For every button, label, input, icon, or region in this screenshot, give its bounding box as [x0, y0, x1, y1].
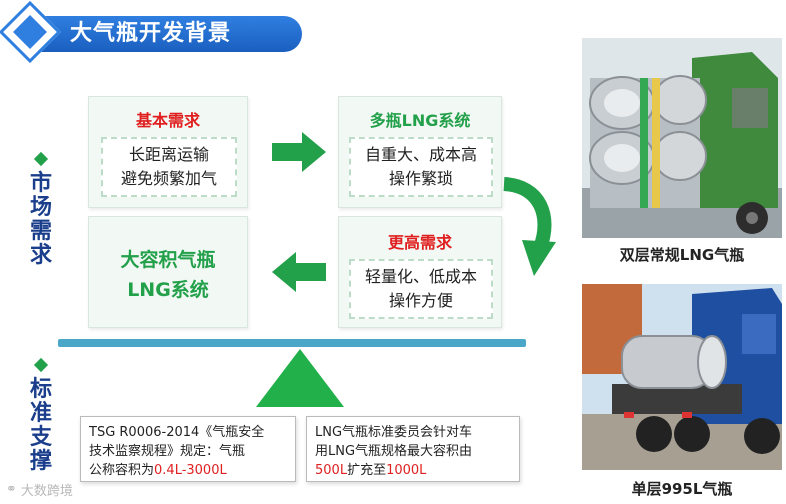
label-char: 市	[30, 172, 52, 196]
lng-new-volume: 1000L	[386, 463, 426, 478]
arrow-right-icon	[272, 132, 326, 172]
fulcrum-triangle-icon	[256, 349, 344, 407]
page-title: 大气瓶开发背景	[70, 16, 231, 52]
large-volume-line: 大容积气瓶	[89, 245, 247, 275]
watermark-text: 大数跨境	[21, 480, 73, 499]
label-char: 需	[30, 220, 52, 244]
balance-beam	[58, 339, 526, 347]
label-char: 支	[30, 426, 52, 450]
standard-support-label: 标 准 支 撑	[30, 360, 52, 474]
lng-old-volume: 500L	[315, 463, 347, 478]
higher-demand-box: 轻量化、低成本 操作方便	[349, 259, 493, 319]
tsg-volume-range: 0.4L-3000L	[154, 463, 227, 478]
diamond-bullet-icon	[34, 358, 48, 372]
lng-mid-text: 扩充至	[347, 463, 386, 478]
higher-demand-line: 轻量化、低成本	[365, 265, 477, 289]
multi-bottle-title: 多瓶LNG系统	[339, 107, 501, 131]
curved-arrow-icon	[500, 176, 556, 282]
title-banner: 大气瓶开发背景	[0, 8, 300, 60]
higher-demand-line: 操作方便	[389, 289, 453, 313]
watermark-logo-icon: ⚭	[6, 482, 17, 497]
large-volume-line: LNG系统	[89, 275, 247, 305]
watermark: ⚭ 大数跨境	[6, 480, 73, 499]
lng-standard-box: LNG气瓶标准委员会针对车 用LNG气瓶规格最大容积由 500L扩充至1000L	[306, 416, 520, 482]
large-volume-card: 大容积气瓶 LNG系统	[88, 216, 248, 328]
multi-bottle-line: 自重大、成本高	[365, 143, 477, 167]
photo-caption-top: 双层常规LNG气瓶	[582, 244, 782, 265]
label-char: 求	[30, 244, 52, 268]
tsg-line: TSG R0006-2014《气瓶安全	[89, 423, 287, 442]
label-char: 撑	[30, 450, 52, 474]
market-demand-label: 市 场 需 求	[30, 154, 52, 268]
lng-line: LNG气瓶标准委员会针对车	[315, 423, 511, 442]
label-char: 准	[30, 402, 52, 426]
lng-line: 用LNG气瓶规格最大容积由	[315, 442, 511, 461]
multi-bottle-box: 自重大、成本高 操作繁琐	[349, 137, 493, 197]
tsg-line: 技术监察规程》规定：气瓶	[89, 442, 287, 461]
basic-demand-line: 避免频繁加气	[121, 167, 217, 191]
truck-single-cylinder-photo	[582, 284, 782, 470]
multi-bottle-line: 操作繁琐	[389, 167, 453, 191]
basic-demand-box: 长距离运输 避免频繁加气	[101, 137, 237, 197]
diamond-bullet-icon	[34, 152, 48, 166]
truck-double-cylinder-photo	[582, 38, 782, 238]
label-char: 标	[30, 378, 52, 402]
basic-demand-title: 基本需求	[89, 107, 247, 131]
basic-demand-line: 长距离运输	[129, 143, 209, 167]
multi-bottle-card: 多瓶LNG系统 自重大、成本高 操作繁琐	[338, 96, 502, 208]
label-char: 场	[30, 196, 52, 220]
lng-line-last: 500L扩充至1000L	[315, 461, 511, 480]
basic-demand-card: 基本需求 长距离运输 避免频繁加气	[88, 96, 248, 208]
tsg-prefix: 公称容积为	[89, 463, 154, 478]
tsg-line-last: 公称容积为0.4L-3000L	[89, 461, 287, 480]
arrow-left-icon	[272, 252, 326, 292]
photo-caption-bottom: 单层995L气瓶	[582, 478, 782, 499]
higher-demand-title: 更高需求	[339, 229, 501, 253]
higher-demand-card: 更高需求 轻量化、低成本 操作方便	[338, 216, 502, 328]
tsg-standard-box: TSG R0006-2014《气瓶安全 技术监察规程》规定：气瓶 公称容积为0.…	[80, 416, 296, 482]
